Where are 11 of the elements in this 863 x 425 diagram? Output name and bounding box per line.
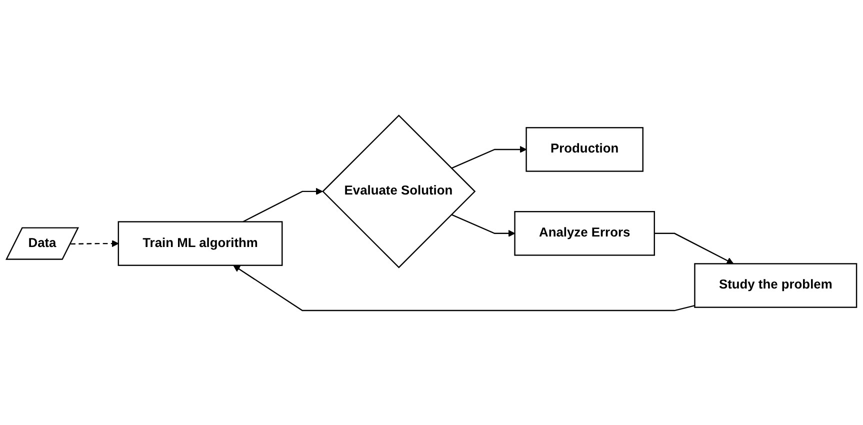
node-box: Study the problem [694, 262, 858, 308]
node-box: Train ML algorithm [118, 220, 283, 266]
node-diamond: Evaluate Solution [322, 114, 476, 268]
arrow [242, 187, 323, 222]
arrow [451, 213, 516, 236]
node-box: Analyze Errors [514, 210, 655, 256]
arrow [233, 264, 695, 311]
arrow [654, 232, 734, 264]
arrow [70, 240, 119, 247]
node-box: Production [526, 126, 644, 172]
arrow [451, 145, 527, 168]
